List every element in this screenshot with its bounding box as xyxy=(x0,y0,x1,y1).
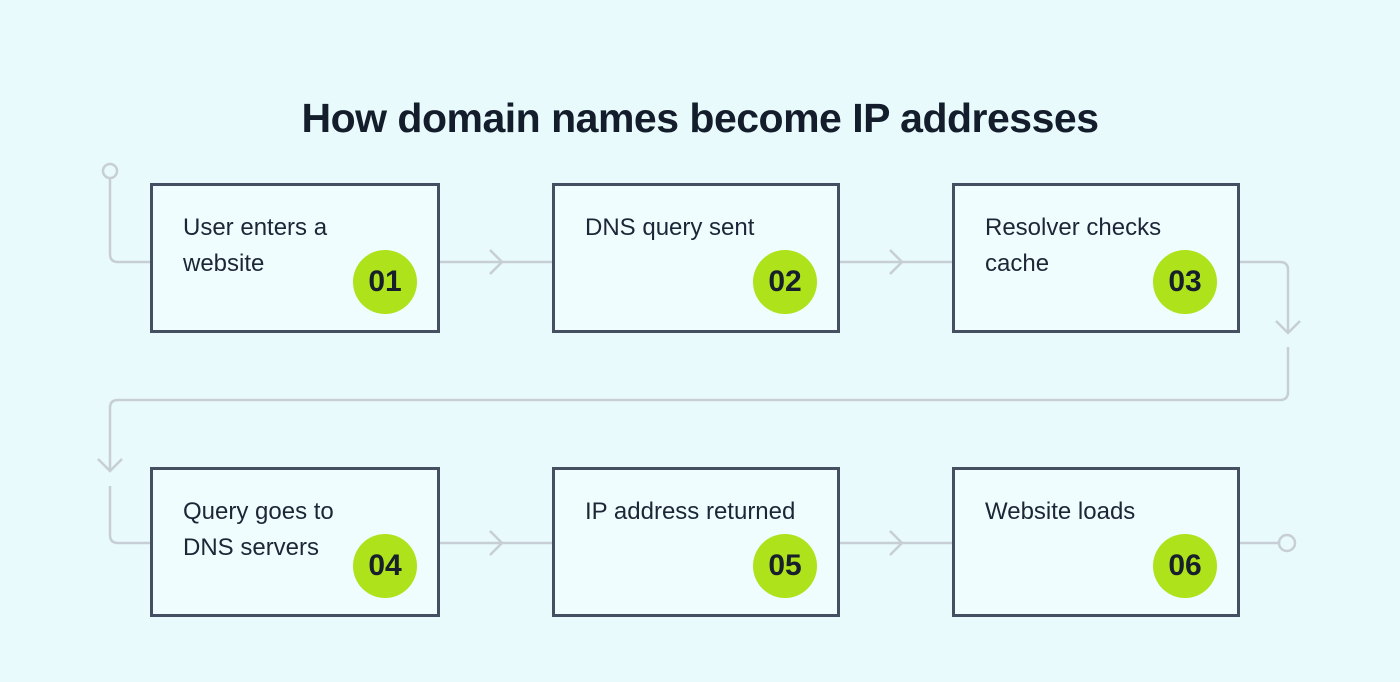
elbow-line-3-4-b xyxy=(108,347,1290,471)
step-box-3: Resolver checks cache 03 xyxy=(952,183,1240,333)
step-number-badge: 05 xyxy=(753,534,817,598)
step-number-badge: 04 xyxy=(353,534,417,598)
step-label: Query goes to DNS servers xyxy=(183,498,334,561)
step-number-badge: 06 xyxy=(1153,534,1217,598)
step-box-2: DNS query sent 02 xyxy=(552,183,840,333)
elbow-line-3-4-a xyxy=(1240,260,1290,333)
step-box-6: Website loads 06 xyxy=(952,467,1240,617)
step-number-badge: 03 xyxy=(1153,250,1217,314)
step-label: User enters a website xyxy=(183,214,328,277)
step-label: IP address returned xyxy=(585,498,796,525)
step-box-1: User enters a website 01 xyxy=(150,183,440,333)
elbow-line-3-4-c xyxy=(108,486,150,545)
end-terminal-icon xyxy=(1277,533,1297,553)
arrow-down-icon xyxy=(97,458,123,473)
step-label: DNS query sent xyxy=(585,214,755,241)
arrow-down-icon xyxy=(1275,320,1301,335)
arrow-right-icon xyxy=(889,530,904,556)
arrow-right-icon xyxy=(889,249,904,275)
arrow-right-icon xyxy=(489,249,504,275)
arrow-right-icon xyxy=(489,530,504,556)
start-terminal-icon xyxy=(101,162,119,180)
step-number-badge: 01 xyxy=(353,250,417,314)
step-label: Website loads xyxy=(985,498,1136,525)
step-box-4: Query goes to DNS servers 04 xyxy=(150,467,440,617)
diagram-title: How domain names become IP addresses xyxy=(301,95,1100,142)
step-label: Resolver checks cache xyxy=(985,214,1162,277)
start-stem-line xyxy=(108,179,150,264)
step-number-badge: 02 xyxy=(753,250,817,314)
step-box-5: IP address returned 05 xyxy=(552,467,840,617)
